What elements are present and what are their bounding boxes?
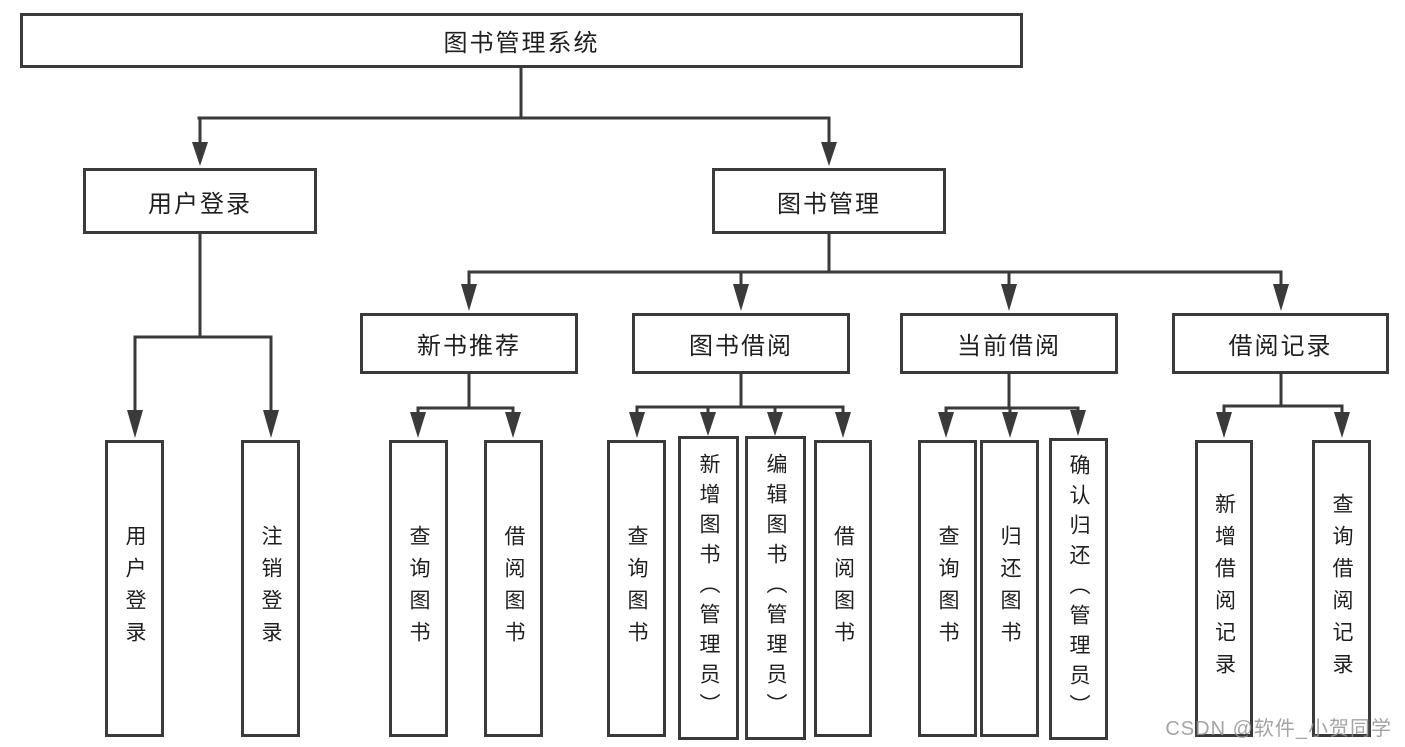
arrowhead [410,412,426,438]
arrowhead [1001,284,1017,311]
arrowhead [1070,410,1086,436]
node-book-borrow: 图书借阅 [632,313,850,374]
arrowhead [835,412,851,438]
leaf-return-books: 归还图书 [980,440,1039,737]
connector-new-book-recommend [416,372,515,416]
leaf-query-books-borrow: 查询图书 [607,440,666,737]
leaf-label: 查询借阅记录 [1330,492,1353,685]
node-user-login: 用户登录 [83,168,317,234]
leaf-label: 新增图书（管理员） [697,453,720,723]
leaf-label: 新增借阅记录 [1212,492,1236,685]
arrowhead [1273,284,1289,311]
leaf-label: 查询图书 [936,524,959,653]
node-label: 当前借阅 [957,333,1061,360]
leaf-label: 查询图书 [625,524,648,653]
leaf-label: 用户登录 [123,524,146,653]
arrowhead [505,412,521,438]
connector-root [197,66,831,146]
node-label: 借阅记录 [1228,333,1333,360]
node-book-management: 图书管理 [712,168,946,234]
node-label: 用户登录 [148,190,252,218]
node-current-borrow: 当前借阅 [900,313,1118,374]
leaf-logout: 注销登录 [241,440,300,737]
leaf-user-login: 用户登录 [105,440,164,737]
leaf-borrow-books-borrow: 借阅图书 [814,440,872,737]
connector-borrow-records [1222,372,1344,416]
arrowhead [192,142,208,166]
arrowhead [1002,412,1018,438]
leaf-borrow-books-recommend: 借阅图书 [484,440,543,737]
watermark: CSDN @软件_小贺同学 [1165,718,1392,740]
leaf-query-books-current: 查询图书 [918,440,977,737]
node-label: 图书借阅 [689,333,793,360]
node-library-system: 图书管理系统 [20,13,1023,68]
leaf-query-borrow-record: 查询借阅记录 [1312,440,1371,737]
arrowhead [629,412,645,438]
node-label: 新书推荐 [417,333,521,360]
connector-book-management [467,232,1283,288]
connector-current-borrow [944,372,1080,416]
arrowhead [1216,412,1232,438]
leaf-label: 借阅图书 [502,524,525,653]
node-new-book-recommend: 新书推荐 [360,313,578,374]
leaf-edit-book-admin: 编辑图书（管理员） [745,436,806,740]
leaf-add-book-admin: 新增图书（管理员） [678,436,739,740]
leaf-label: 确认归还（管理员） [1067,454,1090,724]
arrowhead [821,142,837,166]
leaf-label: 编辑图书（管理员） [764,453,787,723]
node-label: 图书管理 [777,190,881,218]
arrowhead [127,410,143,438]
leaf-label: 归还图书 [998,524,1021,653]
node-label: 图书管理系统 [443,30,600,57]
connector-user-login [133,232,273,414]
connector-book-borrow [635,372,845,416]
leaf-label: 查询图书 [407,524,430,653]
leaf-query-books-recommend: 查询图书 [389,440,448,737]
arrowhead [733,284,749,311]
leaf-add-borrow-record: 新增借阅记录 [1195,440,1253,737]
node-borrow-records: 借阅记录 [1172,313,1389,374]
arrowhead [767,412,783,436]
arrowhead [263,410,279,438]
arrowheads [127,142,1350,438]
arrowhead [938,412,954,438]
leaf-label: 注销登录 [259,524,282,653]
arrowhead [700,412,716,436]
leaf-label: 借阅图书 [831,524,855,653]
arrowhead [1334,412,1350,438]
leaf-confirm-return-admin: 确认归还（管理员） [1049,438,1108,740]
arrowhead [461,284,477,311]
